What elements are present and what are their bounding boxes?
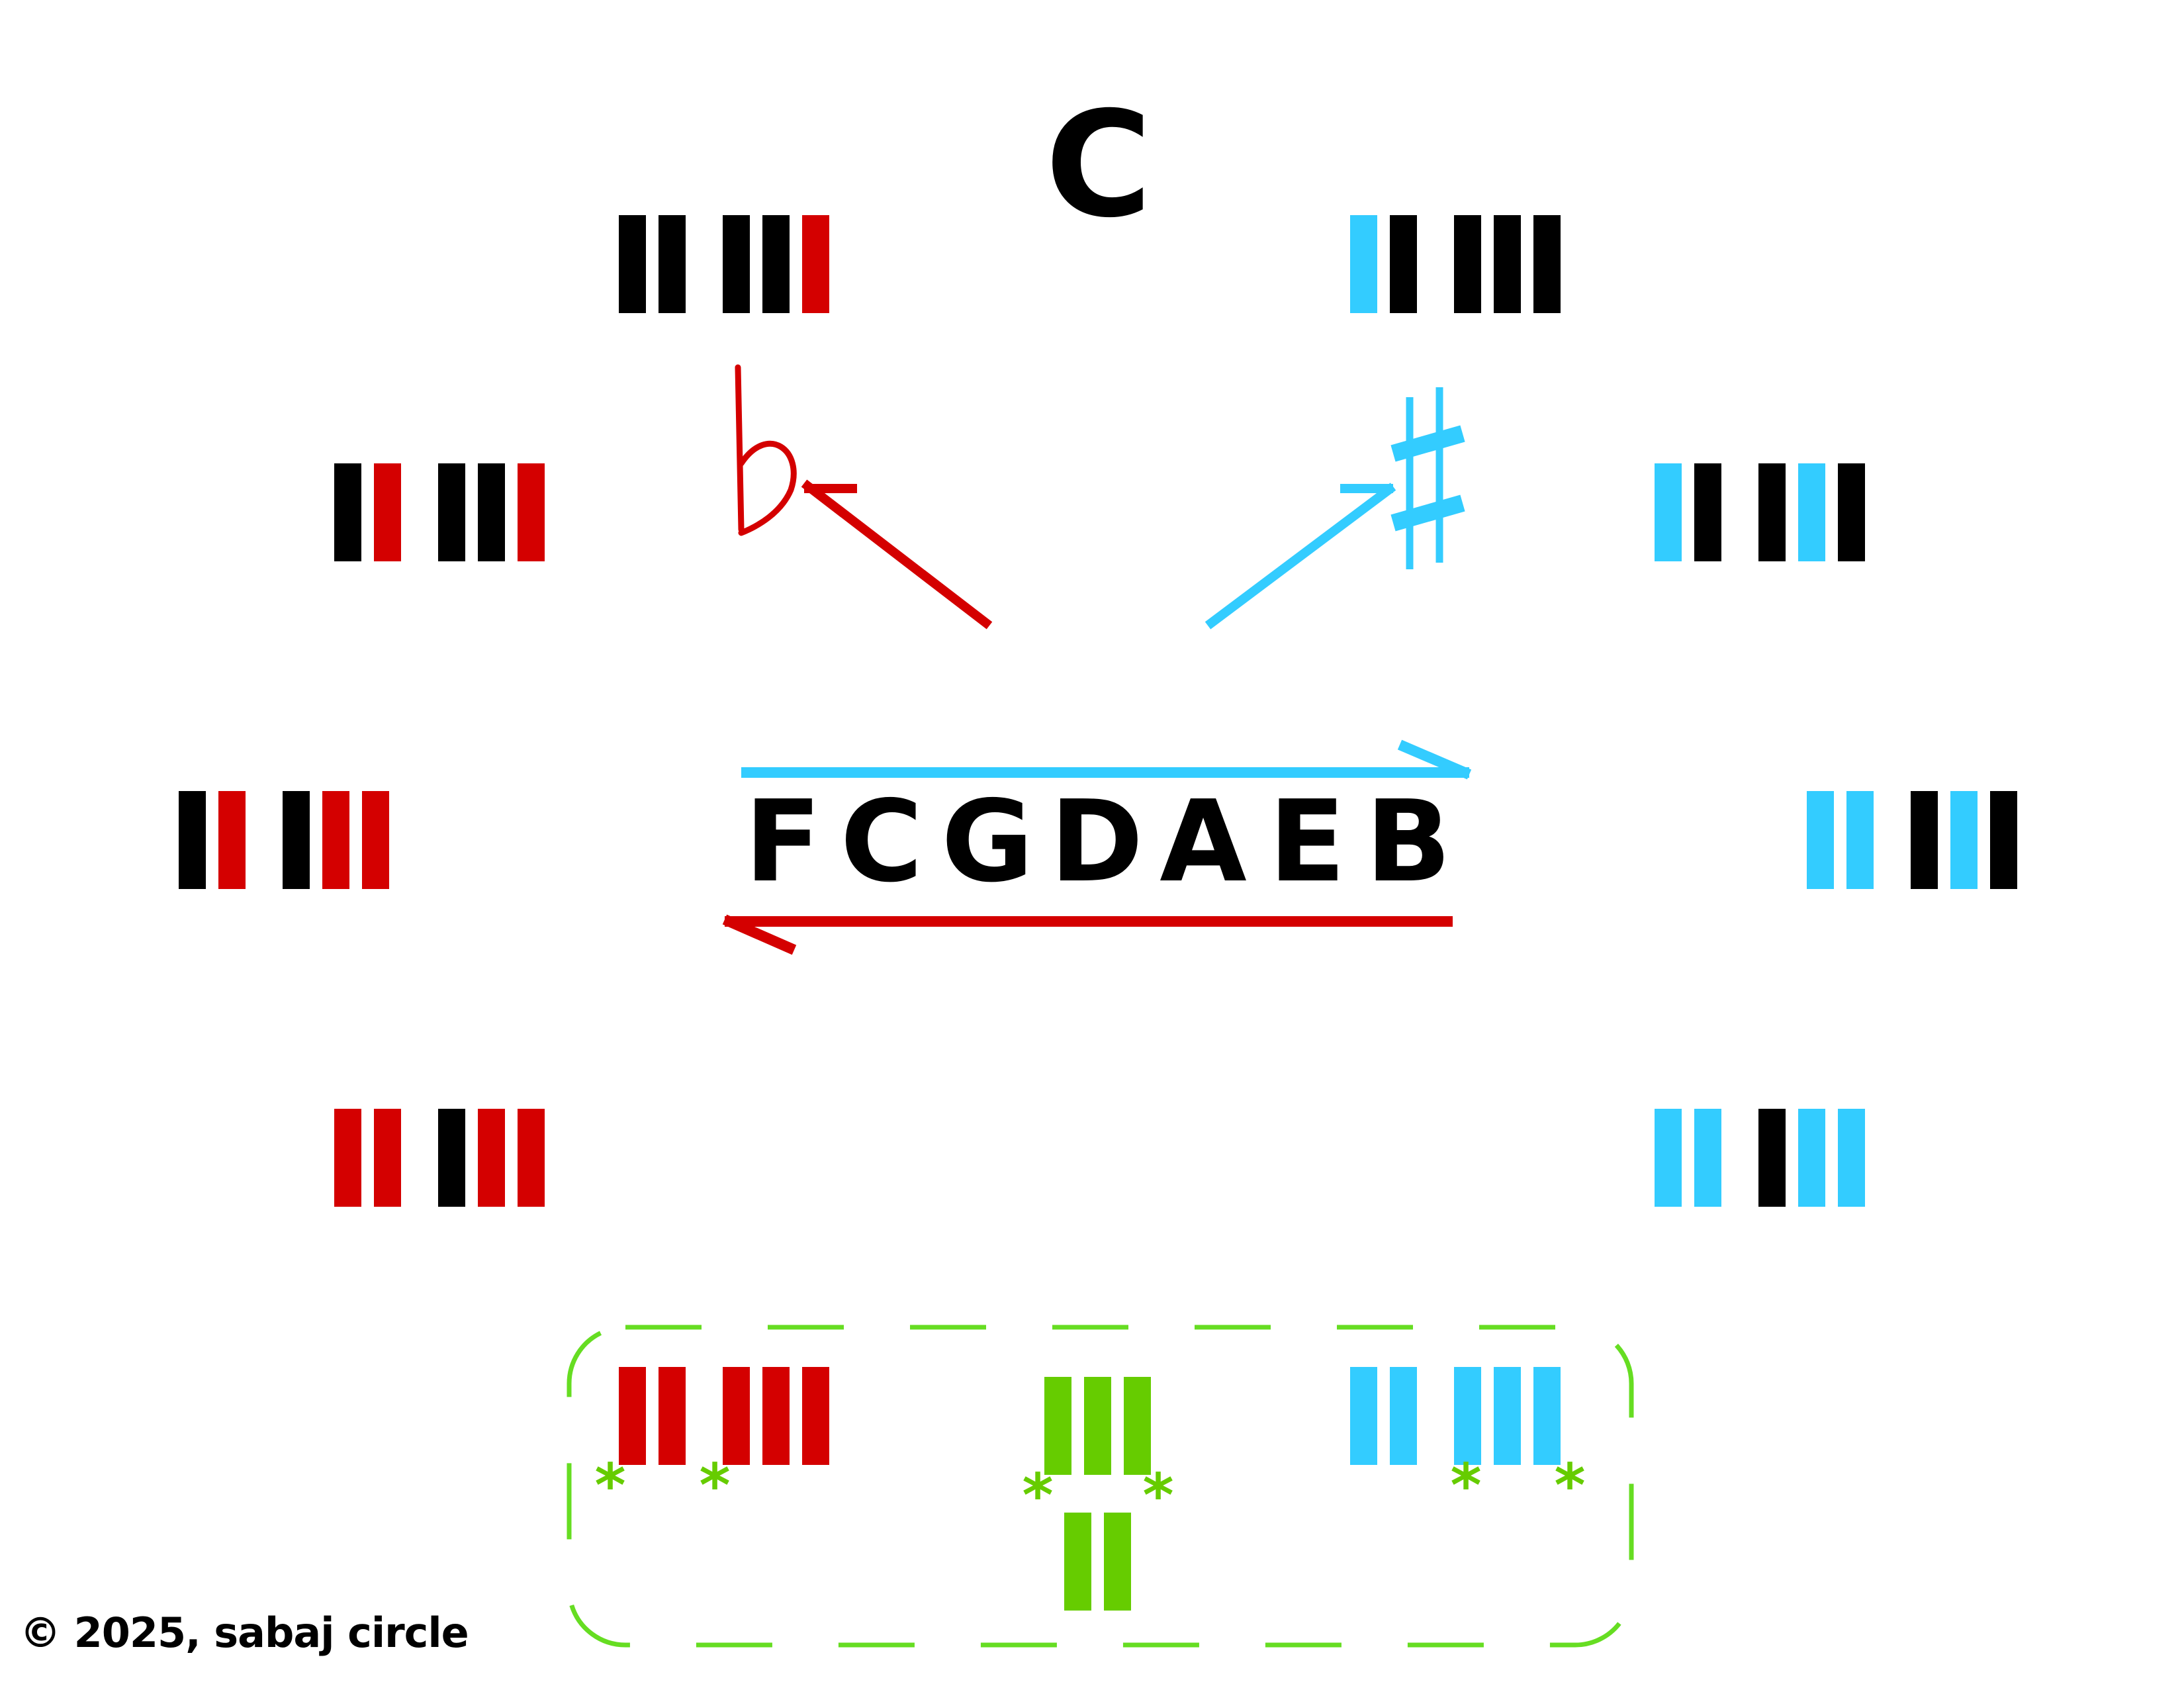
flat-symbol-icon xyxy=(735,364,797,536)
sharp-direction-arrow xyxy=(1205,483,1396,630)
key-bar-flat xyxy=(723,1367,750,1465)
key-bar-sharp xyxy=(1454,1367,1481,1465)
key-bar-enharmonic xyxy=(1124,1377,1151,1475)
fifths-note: E xyxy=(1269,776,1345,908)
key-bar-natural xyxy=(1694,463,1721,561)
key-bar-natural xyxy=(1533,215,1561,313)
sharpward-arrow xyxy=(741,739,1472,780)
key-bar-natural xyxy=(1454,215,1481,313)
key-bar-natural xyxy=(334,463,361,561)
key-bar-flat xyxy=(518,1109,545,1207)
key-pattern-Ab xyxy=(334,1109,545,1207)
key-bar-enharmonic xyxy=(1044,1377,1071,1475)
key-bar-natural xyxy=(179,791,206,889)
enharmonic-marker: * xyxy=(1554,1451,1585,1521)
key-patterns xyxy=(179,215,2017,1207)
key-bar-sharp xyxy=(1350,1367,1377,1465)
flat-direction-arrow xyxy=(801,479,993,630)
fifths-note: D xyxy=(1050,776,1143,908)
flatward-arrow xyxy=(722,914,1453,955)
key-pattern-A xyxy=(1807,791,2017,889)
key-bar-sharp xyxy=(1798,463,1825,561)
key-bar-natural xyxy=(478,463,505,561)
copyright-notice: © 2025, sabaj circle xyxy=(20,1609,469,1657)
enharmonic-box-border xyxy=(567,1325,1634,1648)
key-bar-sharp xyxy=(1838,1109,1865,1207)
key-bar-sharp xyxy=(1350,215,1377,313)
sharp-symbol-icon xyxy=(1390,387,1465,569)
key-bar-flat xyxy=(802,215,829,313)
key-bar-flat xyxy=(659,1367,686,1465)
key-bar-flat xyxy=(802,1367,829,1465)
key-bar-enharmonic xyxy=(1104,1513,1131,1611)
center-title: C xyxy=(1045,80,1152,250)
fifths-note: B xyxy=(1365,776,1451,908)
key-bar-natural xyxy=(723,215,750,313)
enharmonic-marker: * xyxy=(1450,1451,1481,1521)
key-pattern-Eb xyxy=(179,791,389,889)
key-bar-sharp xyxy=(1655,463,1682,561)
key-bar-enharmonic xyxy=(1084,1377,1111,1475)
key-pattern-flat-side xyxy=(619,1367,829,1465)
key-bar-flat xyxy=(374,463,401,561)
key-bar-sharp xyxy=(1494,1367,1521,1465)
key-bar-natural xyxy=(1758,1109,1786,1207)
key-bar-natural xyxy=(438,463,465,561)
fifths-note: G xyxy=(941,776,1034,908)
key-bar-natural xyxy=(438,1109,465,1207)
key-bar-flat xyxy=(619,1367,646,1465)
circle-of-fifths: F C G D A E B xyxy=(745,776,1451,908)
key-bar-natural xyxy=(1838,463,1865,561)
key-bar-flat xyxy=(218,791,246,889)
key-bar-natural xyxy=(1990,791,2017,889)
key-bar-sharp xyxy=(1846,791,1874,889)
key-bar-natural xyxy=(1494,215,1521,313)
enharmonic-marker: * xyxy=(699,1451,730,1521)
key-pattern-Bb xyxy=(334,463,545,561)
key-bar-natural xyxy=(1911,791,1938,889)
key-bar-flat xyxy=(478,1109,505,1207)
key-bar-flat xyxy=(374,1109,401,1207)
key-bar-sharp xyxy=(1950,791,1978,889)
key-bar-natural xyxy=(1758,463,1786,561)
key-pattern-G xyxy=(1350,215,1561,313)
key-bar-flat xyxy=(518,463,545,561)
key-bar-natural xyxy=(1390,215,1417,313)
key-bar-sharp xyxy=(1655,1109,1682,1207)
key-bar-sharp xyxy=(1533,1367,1561,1465)
key-bar-natural xyxy=(283,791,310,889)
enharmonic-group: * * * * * * xyxy=(594,1367,1586,1611)
key-pattern-F xyxy=(619,215,829,313)
enharmonic-marker: * xyxy=(1022,1461,1053,1530)
key-bar-sharp xyxy=(1390,1367,1417,1465)
key-bar-sharp xyxy=(1694,1109,1721,1207)
key-bar-enharmonic xyxy=(1064,1513,1091,1611)
fifths-note: C xyxy=(841,776,923,908)
fifths-note: A xyxy=(1160,776,1247,908)
key-bar-natural xyxy=(762,215,790,313)
enharmonic-marker: * xyxy=(594,1451,625,1521)
key-pattern-E xyxy=(1655,1109,1865,1207)
key-bar-natural xyxy=(659,215,686,313)
key-pattern-sharp-side xyxy=(1350,1367,1561,1465)
enharmonic-marker: * xyxy=(1142,1461,1173,1530)
key-bar-flat xyxy=(334,1109,361,1207)
key-bar-sharp xyxy=(1807,791,1834,889)
key-bar-flat xyxy=(322,791,349,889)
key-bar-sharp xyxy=(1798,1109,1825,1207)
fifths-note: F xyxy=(745,776,821,908)
key-bar-flat xyxy=(762,1367,790,1465)
key-bar-natural xyxy=(619,215,646,313)
key-pattern-D xyxy=(1655,463,1865,561)
key-bar-flat xyxy=(362,791,389,889)
